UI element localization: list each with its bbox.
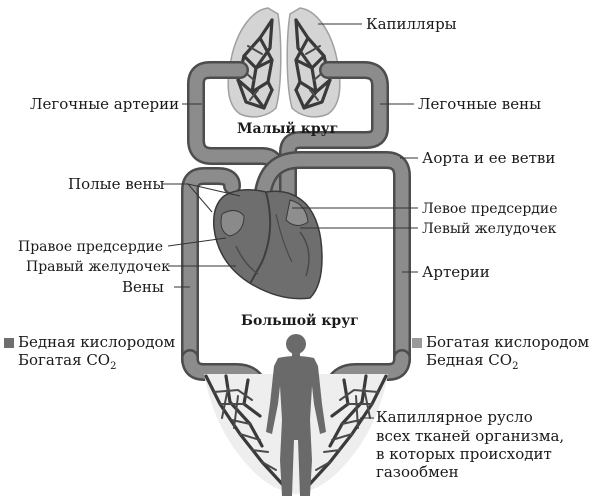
legend-swatch-deoxygenated <box>4 338 14 348</box>
label-small-circuit: Малый круг <box>237 120 338 137</box>
legend-right-line1: Богатая кислородом <box>426 333 590 351</box>
legend-oxygenated: Богатая кислородом Бедная CO2 <box>412 333 590 372</box>
pulmonary-capillaries-right <box>294 18 332 110</box>
label-venae-cavae: Полые вены <box>68 175 165 193</box>
caption-line-3: в которых происходит <box>376 445 552 463</box>
label-left-atrium: Левое предсердие <box>422 201 558 217</box>
label-pulmonary-veins: Легочные вены <box>418 95 541 113</box>
capillary-bed-caption: Капиллярное русло всех тканей организма,… <box>376 408 564 481</box>
legend-left-line1: Бедная кислородом <box>18 333 176 351</box>
legend-deoxygenated: Бедная кислородом Богатая CO2 <box>4 333 176 372</box>
caption-line-4: газообмен <box>376 463 459 481</box>
label-left-ventricle: Левый желудочек <box>422 221 557 237</box>
lungs <box>227 7 341 118</box>
label-right-ventricle: Правый желудочек <box>26 259 170 275</box>
label-pulmonary-arteries: Легочные артерии <box>30 95 179 113</box>
human-silhouette <box>266 334 326 496</box>
pulmonary-capillaries-left <box>236 18 274 110</box>
legend-left-line2: Богатая CO2 <box>18 351 116 372</box>
leader-lines <box>162 23 418 419</box>
label-large-circuit: Большой круг <box>241 312 359 329</box>
label-aorta: Аорта и ее ветви <box>422 149 555 167</box>
label-arteries: Артерии <box>422 263 490 281</box>
legend-right-line2: Бедная CO2 <box>426 351 518 372</box>
label-veins: Вены <box>122 278 164 296</box>
label-capillaries: Капилляры <box>366 15 457 33</box>
legend-swatch-oxygenated <box>412 338 422 348</box>
caption-line-1: Капиллярное русло <box>376 408 533 426</box>
heart <box>212 189 323 300</box>
label-right-atrium: Правое предсердие <box>18 239 163 255</box>
caption-line-2: всех тканей организма, <box>376 427 564 445</box>
